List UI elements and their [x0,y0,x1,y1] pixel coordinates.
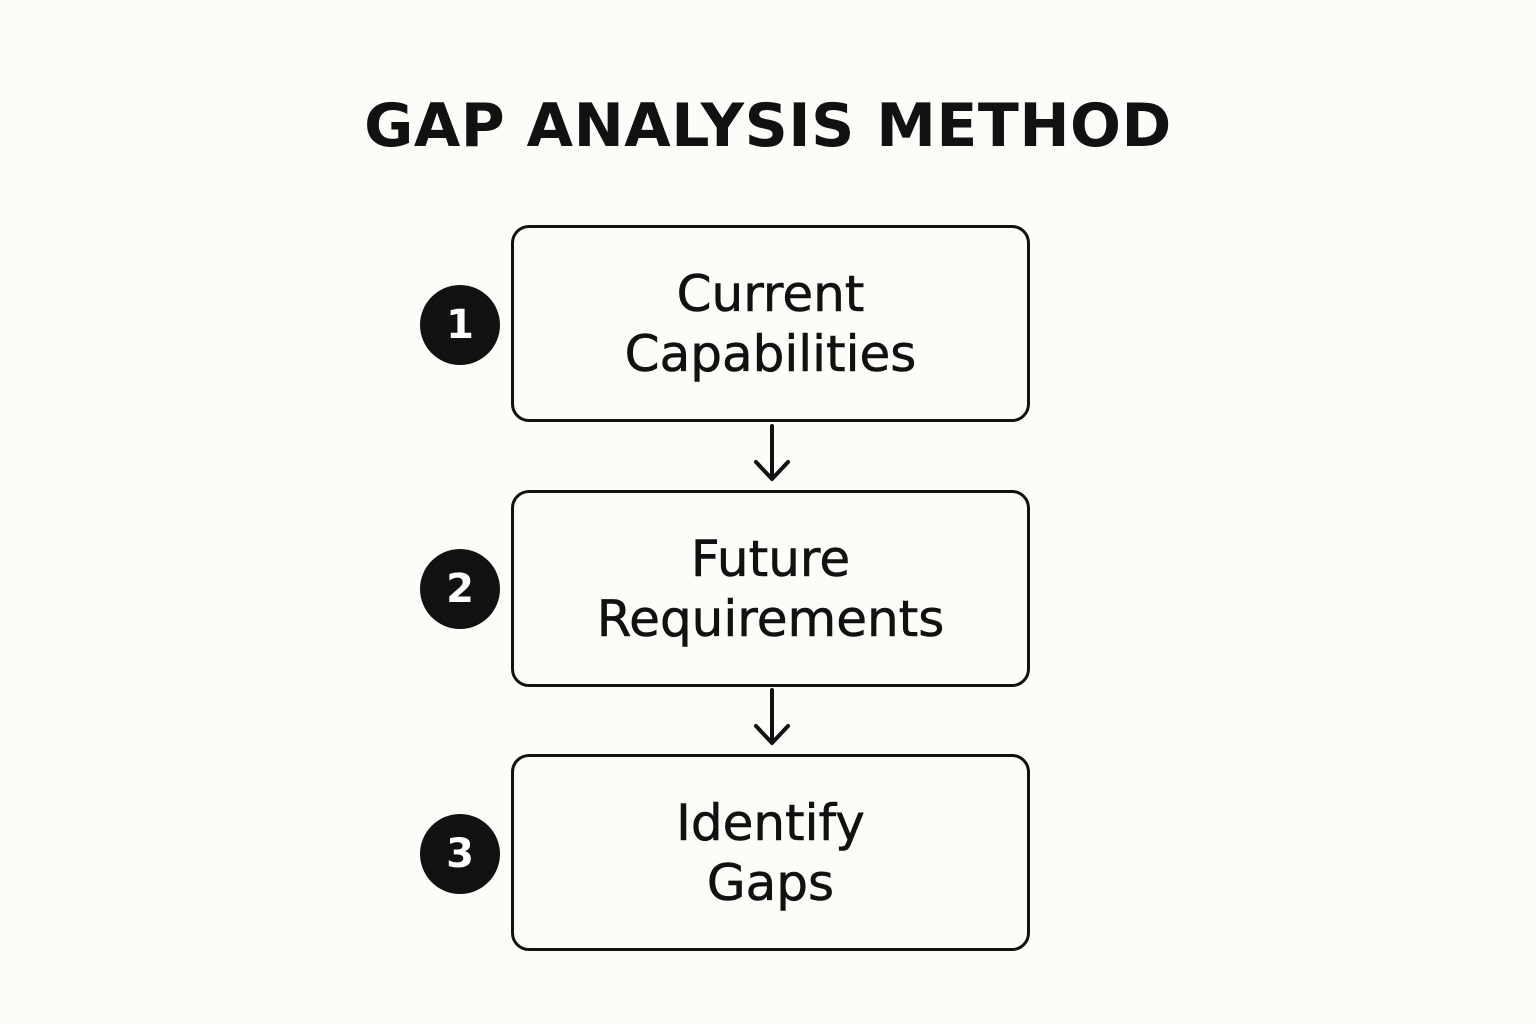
step-3-label: Identify Gaps [676,793,865,913]
step-1-label: Current Capabilities [624,264,917,384]
step-1-number: 1 [446,302,474,348]
step-2-label-line2: Requirements [596,589,945,648]
step-3-label-line2: Gaps [706,853,835,912]
step-3-label-line1: Identify [676,793,865,852]
step-3-number: 3 [446,831,474,877]
step-1-label-line1: Current [676,264,865,323]
arrow-down-icon [754,424,790,481]
step-1-number-badge: 1 [420,285,500,365]
step-2-box: Future Requirements [511,490,1030,687]
step-3-box: Identify Gaps [511,754,1030,951]
step-2-label: Future Requirements [596,529,945,649]
step-1-label-line2: Capabilities [624,324,917,383]
arrow-down-icon [754,688,790,745]
step-1-box: Current Capabilities [511,225,1030,422]
step-2-number: 2 [446,566,474,612]
step-3-number-badge: 3 [420,814,500,894]
diagram-title: GAP ANALYSIS METHOD [364,91,1172,161]
step-2-label-line1: Future [690,529,851,588]
step-2-number-badge: 2 [420,549,500,629]
